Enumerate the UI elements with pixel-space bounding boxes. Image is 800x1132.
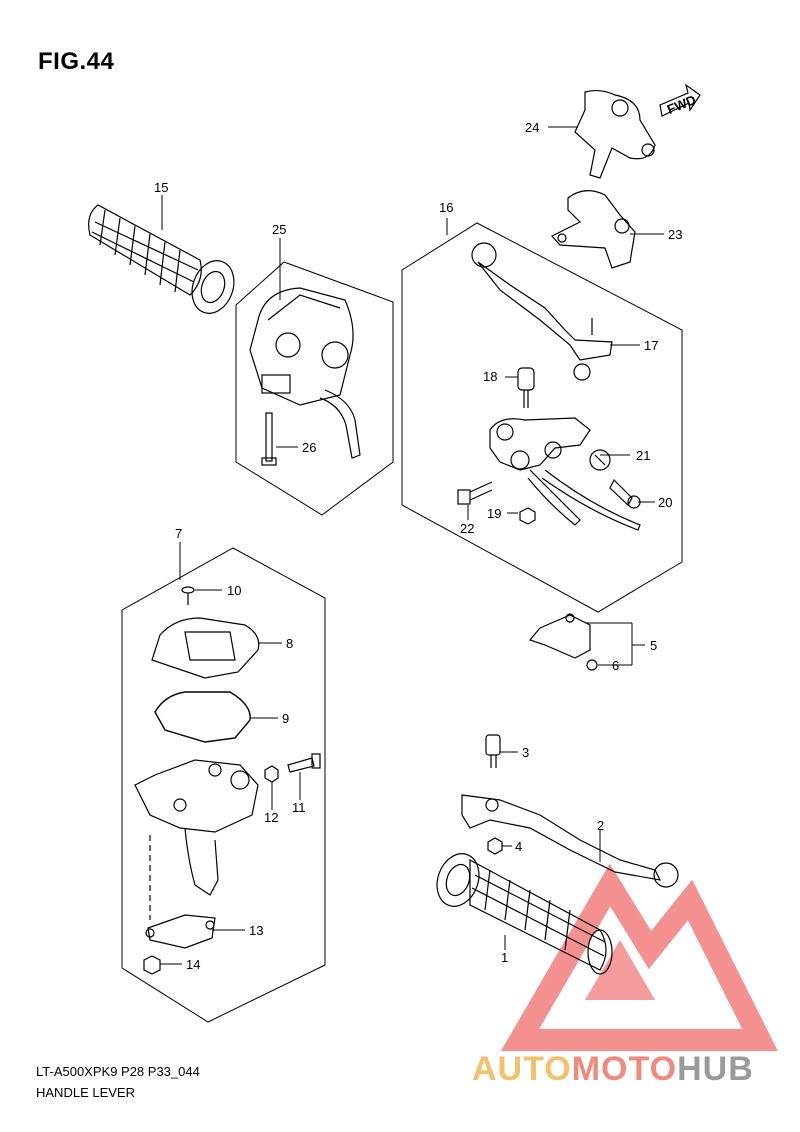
bracket-23 (551, 190, 636, 269)
callout-2: 2 (597, 818, 604, 833)
cap-21 (589, 449, 611, 471)
grip-15 (88, 204, 235, 314)
nut-12 (264, 765, 279, 783)
callout-23: 23 (668, 227, 682, 242)
callout-21: 21 (636, 448, 650, 463)
watermark-auto: AUTO (472, 1050, 572, 1088)
switch-5 (528, 613, 591, 659)
callout-3: 3 (522, 745, 529, 760)
callout-20: 20 (658, 495, 672, 510)
lever-2 (461, 794, 679, 888)
callout-11: 11 (292, 800, 306, 815)
callout-17: 17 (644, 338, 658, 353)
figure-title: FIG.44 (38, 48, 115, 75)
master-body (489, 417, 641, 531)
figure-caption: HANDLE LEVER (36, 1085, 135, 1100)
model-code: LT-A500XPK9 P28 P33_044 (36, 1064, 200, 1079)
callout-6: 6 (612, 658, 619, 673)
watermark-logo: AUTOMOTOHUB (472, 1050, 754, 1089)
watermark-moto: MOTO (571, 1050, 678, 1088)
gasket-9 (154, 691, 251, 743)
nut-19 (519, 507, 536, 525)
leader-lines (160, 126, 664, 965)
screw-26 (261, 412, 277, 466)
grip-1 (436, 853, 613, 975)
callout-22: 22 (460, 521, 474, 536)
callout-25: 25 (272, 222, 286, 237)
screw-6 (586, 659, 598, 671)
callout-7: 7 (175, 526, 182, 541)
bolt-11 (287, 753, 321, 773)
callout-18: 18 (483, 369, 497, 384)
callout-8: 8 (286, 636, 293, 651)
cover-8 (151, 617, 260, 679)
group-box-7 (121, 547, 326, 1023)
callout-15: 15 (154, 180, 168, 195)
callout-10: 10 (227, 583, 241, 598)
callout-19: 19 (487, 506, 501, 521)
callout-24: 24 (525, 120, 539, 135)
nut-4 (487, 837, 503, 855)
screw-10 (181, 586, 195, 605)
callout-12: 12 (264, 810, 278, 825)
fwd-label: FWD (665, 92, 698, 117)
housing-24 (574, 89, 656, 179)
screw-20 (609, 478, 641, 509)
lever-17 (471, 242, 613, 381)
bolt-22 (457, 481, 493, 505)
callout-5: 5 (650, 638, 657, 653)
group-box-25 (235, 261, 394, 516)
bolt-18 (517, 367, 535, 408)
bolt-3 (485, 734, 501, 768)
callout-26: 26 (302, 440, 316, 455)
callout-1: 1 (501, 950, 508, 965)
fwd-arrow: FWD (659, 83, 701, 117)
watermark-hub: HUB (677, 1050, 754, 1088)
switch-assembly-25 (249, 287, 361, 459)
nut-14 (143, 955, 161, 975)
callout-16: 16 (439, 200, 453, 215)
callout-9: 9 (282, 711, 289, 726)
group-box-16 (401, 222, 683, 613)
callout-14: 14 (186, 957, 200, 972)
callout-13: 13 (249, 923, 263, 938)
watermark-triangle (500, 863, 778, 1051)
callout-4: 4 (515, 839, 522, 854)
plate-13 (145, 914, 216, 949)
master-body-7 (134, 759, 259, 920)
